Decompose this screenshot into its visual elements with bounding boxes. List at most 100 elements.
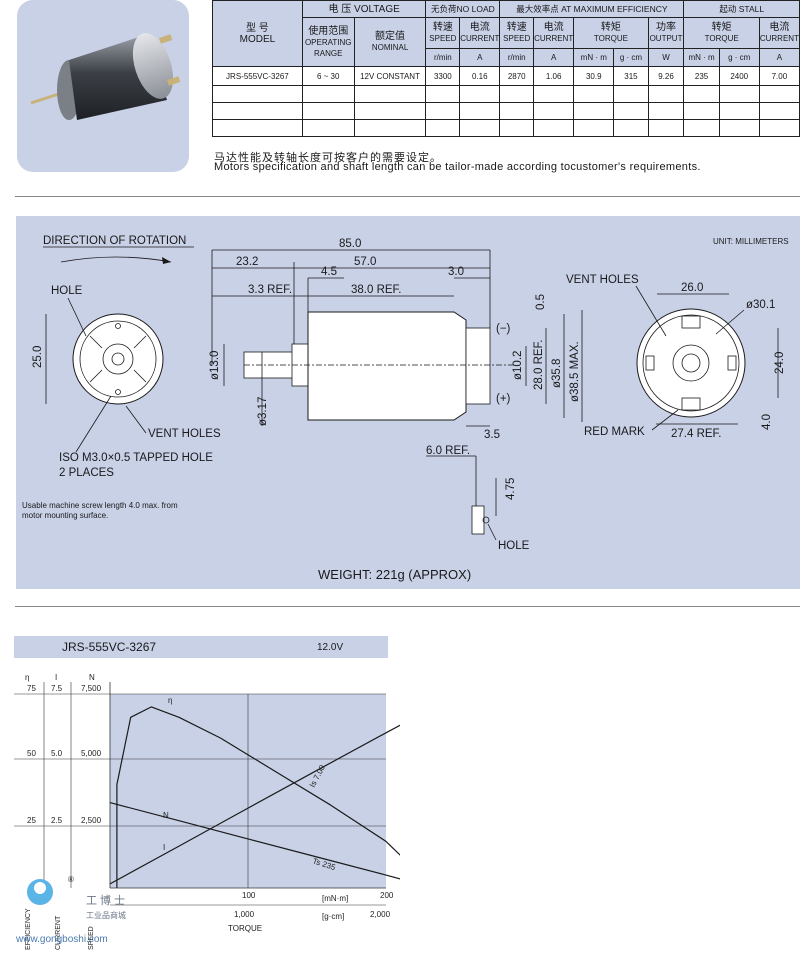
cell-model: JRS-555VC-3267 bbox=[212, 66, 303, 86]
red-mark-label: RED MARK bbox=[584, 426, 645, 438]
cell-nl-speed: 3300 bbox=[425, 66, 461, 86]
hole-bottom-label: HOLE bbox=[498, 540, 530, 552]
rotation-arrow-icon bbox=[60, 256, 172, 263]
end-view-right: UNIT: MILLIMETERS VENT HOLES 26.0 ø30.1 … bbox=[566, 237, 789, 440]
watermark-url: www.gongboshi.com bbox=[15, 934, 108, 945]
unit-me-torque-mn: mN · m bbox=[573, 48, 615, 67]
end-view-left: DIRECTION OF ROTATION 25.0 HOLE VENT HOL… bbox=[22, 235, 221, 520]
note-english: Motors specification and shaft length ca… bbox=[214, 161, 701, 173]
unit-nl-current: A bbox=[459, 48, 501, 67]
axis-i-label: I bbox=[55, 673, 57, 682]
unit-st-current: A bbox=[758, 48, 800, 67]
eta-tick: 25 bbox=[27, 816, 36, 825]
graph-header: JRS-555VC-3267 12.0V bbox=[14, 636, 388, 658]
cell-me-speed: 2870 bbox=[499, 66, 535, 86]
usable-note-1: Usable machine screw length 4.0 max. fro… bbox=[22, 501, 178, 510]
cell-me-torque-g: 315 bbox=[613, 66, 649, 86]
hole-label: HOLE bbox=[51, 285, 83, 297]
cell-st-torque-g: 2400 bbox=[718, 66, 760, 86]
table-row: JRS-555VC-3267 6 ~ 30 12V CONSTANT 3300 … bbox=[212, 66, 800, 86]
cell-st-torque-mn: 235 bbox=[683, 66, 720, 86]
curve-speed bbox=[109, 802, 400, 880]
note-chinese: 马达性能及转轴长度可按客户的需要设定。 bbox=[214, 152, 442, 164]
dim-40: 4.0 bbox=[761, 414, 773, 430]
cell-st-current: 7.00 bbox=[758, 66, 800, 86]
motor-illustration bbox=[30, 33, 181, 120]
divider bbox=[15, 606, 800, 607]
voltage-header: 电 压 VOLTAGE bbox=[301, 0, 427, 18]
torque-g-tick: 2,000 bbox=[370, 910, 391, 919]
table-row bbox=[212, 85, 800, 103]
i-tick: 2.5 bbox=[51, 816, 63, 825]
unit-me-torque-g: g · cm bbox=[613, 48, 649, 67]
minus-terminal: (−) bbox=[496, 323, 511, 335]
curve-n-label: N bbox=[163, 811, 169, 820]
torque-mn-tick: 100 bbox=[242, 891, 256, 900]
dim-385: ø38.5 MAX. bbox=[569, 341, 581, 402]
max-efficiency-header: 最大效率点 AT MAXIMUM EFFICIENCY bbox=[499, 0, 685, 18]
curve-efficiency bbox=[116, 706, 400, 888]
unit-st-torque-mn: mN · m bbox=[683, 48, 720, 67]
dim-274: 27.4 REF. bbox=[671, 428, 722, 440]
ts-label: Ts 235 bbox=[311, 856, 337, 872]
speed-axis-label: SPEED bbox=[88, 926, 95, 950]
dim-358: ø35.8 bbox=[551, 359, 563, 388]
cell-range: 6 ~ 30 bbox=[301, 66, 355, 86]
curve-i-label: I bbox=[163, 843, 165, 852]
eta-tick: 75 bbox=[27, 684, 36, 693]
dim-25: 25.0 bbox=[32, 346, 44, 368]
torque-label: TORQUE bbox=[228, 924, 262, 933]
curve-current bbox=[109, 724, 400, 885]
weight-label: WEIGHT: 221g (APPROX) bbox=[318, 567, 471, 582]
dim-26: 26.0 bbox=[681, 282, 703, 294]
dim-13: ø13.0 bbox=[209, 351, 221, 380]
dim-45: 4.5 bbox=[321, 266, 337, 278]
places-label: 2 PLACES bbox=[59, 467, 114, 479]
curves bbox=[109, 706, 400, 888]
watermark: ® 工 博 士 工业品商城 www.gongboshi.com bbox=[15, 875, 126, 945]
divider bbox=[15, 196, 800, 197]
current-axis-label: CURRENT bbox=[55, 915, 62, 950]
dimension-drawing: DIRECTION OF ROTATION 25.0 HOLE VENT HOL… bbox=[16, 216, 800, 589]
dim-38: 38.0 REF. bbox=[351, 284, 402, 296]
dim-28: 28.0 REF. bbox=[533, 340, 545, 391]
axis-n-label: N bbox=[89, 673, 95, 682]
axis-eta-label: η bbox=[25, 673, 29, 682]
no-load-header: 无负荷NO LOAD bbox=[425, 0, 501, 18]
cell-nominal: 12V CONSTANT bbox=[353, 66, 427, 86]
table-row bbox=[212, 102, 800, 120]
plus-terminal: (+) bbox=[496, 393, 511, 405]
dim-33: 3.3 REF. bbox=[248, 284, 292, 296]
dimension-svg: DIRECTION OF ROTATION 25.0 HOLE VENT HOL… bbox=[22, 235, 789, 582]
unit-me-speed: r/min bbox=[499, 48, 535, 67]
n-tick: 5,000 bbox=[81, 749, 102, 758]
stall-header: 起动 STALL bbox=[683, 0, 800, 18]
direction-label: DIRECTION OF ROTATION bbox=[43, 235, 186, 247]
iso-label: ISO M3.0×0.5 TAPPED HOLE bbox=[59, 452, 213, 464]
torque-g-tick: 1,000 bbox=[234, 910, 255, 919]
dim-85: 85.0 bbox=[339, 238, 361, 250]
cell-me-current: 1.06 bbox=[533, 66, 575, 86]
graph-voltage: 12.0V bbox=[317, 642, 344, 653]
dim-317: ø3.17 bbox=[257, 397, 269, 426]
curve-eta-label: η bbox=[168, 696, 172, 705]
watermark-brand: 工 博 士 bbox=[86, 894, 125, 907]
unit-me-current: A bbox=[533, 48, 575, 67]
dim-24: 24.0 bbox=[774, 352, 786, 374]
side-view: 85.0 23.2 57.0 4.5 3.0 3.3 REF. 38.0 REF… bbox=[209, 238, 583, 582]
dim-23: 23.2 bbox=[236, 256, 258, 268]
dim-57: 57.0 bbox=[354, 256, 376, 268]
usable-note-2: motor mounting surface. bbox=[22, 511, 108, 520]
reg-mark: ® bbox=[68, 875, 74, 884]
